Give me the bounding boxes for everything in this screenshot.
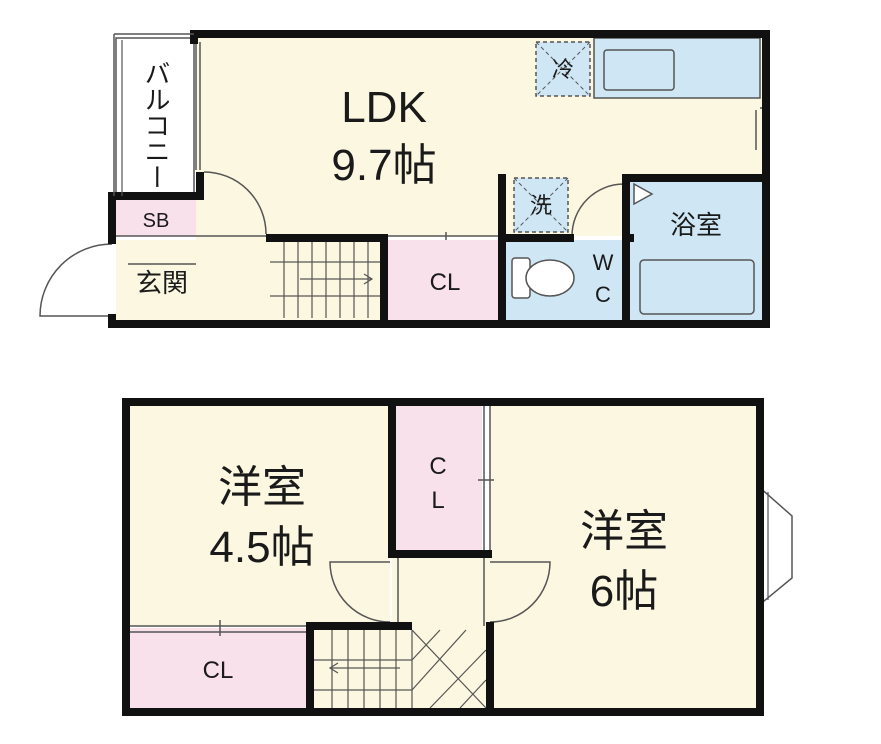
thin-lines-2f (128, 406, 494, 636)
closet-right-floor (392, 406, 482, 552)
entrance-door-swing (39, 243, 113, 317)
shoebox-label: SB (143, 210, 170, 232)
floor-1: LDK 9.7帖 バルコニー SB 玄関 CL 冷 洗 W C 浴室 (39, 30, 770, 328)
closet-1f (386, 240, 502, 320)
ldk-door-swing (203, 171, 267, 235)
closet-bottom-label: CL (203, 657, 234, 684)
room-b-floor (490, 404, 758, 710)
ldk-name-label: LDK (341, 83, 427, 132)
sink (603, 49, 675, 91)
balcony-label: バルコニー (141, 60, 171, 190)
stairs-2f (314, 629, 487, 709)
entrance-label: 玄関 (136, 268, 188, 298)
wash-door-swing (571, 183, 625, 237)
room-b-size-label: 6帖 (590, 567, 658, 616)
shoebox-area (114, 200, 196, 236)
washer-label: 洗 (530, 193, 552, 218)
room-b-door-swing (489, 561, 551, 623)
fridge-cross-b (535, 41, 591, 97)
stairs-1f (270, 242, 384, 318)
room-a-door-swing (329, 561, 391, 623)
ldk-size-label: 9.7帖 (331, 141, 436, 190)
bath-label: 浴室 (670, 210, 722, 240)
walls-1f (108, 30, 770, 328)
hall-2f-floor (392, 554, 490, 628)
closet-right-l-label: L (431, 487, 444, 514)
toilet-w-label: W (593, 250, 614, 275)
room-b-name-label: 洋室 (580, 507, 668, 556)
washer-cross-b (513, 177, 569, 233)
closet-1f-label: CL (430, 269, 461, 296)
entrance-floor (116, 240, 196, 320)
room-a-floor (128, 404, 390, 626)
toilet-c-label: C (595, 282, 611, 307)
bay-window (757, 485, 793, 607)
room-a-size-label: 4.5帖 (209, 523, 314, 572)
hall-floor (196, 236, 268, 320)
room-a-name-label: 洋室 (218, 463, 306, 512)
closet-right-c-label: C (429, 453, 446, 480)
floor-2: 洋室 4.5帖 洋室 6帖 C L CL (122, 398, 793, 716)
walls-2f (122, 398, 764, 716)
toilet-fixture (511, 257, 575, 299)
closet-bottom-floor (128, 628, 308, 710)
fridge-label: 冷 (552, 57, 574, 82)
bathtub (639, 259, 755, 315)
bath-door-marker (633, 182, 654, 206)
balcony-area (115, 37, 195, 195)
